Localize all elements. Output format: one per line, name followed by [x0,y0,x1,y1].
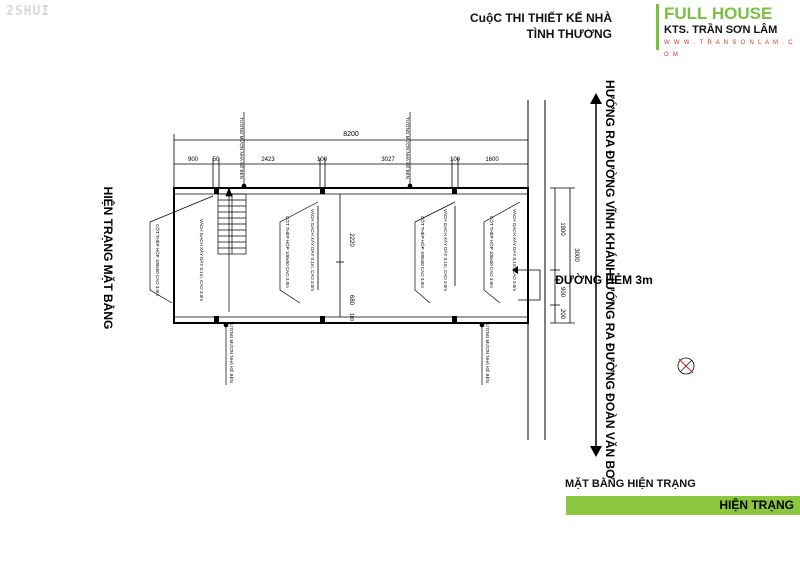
dimension-lines-top [173,134,529,188]
logo-watermark: 2SHUI [6,4,51,19]
dim-overall: 8200 [343,131,359,138]
staircase [217,187,247,312]
contest-title: CuộC THI THIẾT KẾ NHÀ TÌNH THƯƠNG [470,10,612,42]
dim-5: 3027 [381,157,395,163]
note-wall-borrowed-1: TƯỜNG MƯỢN NHÀ KẾ BÊN [239,117,246,179]
note-wall-3: VÁCH GẠCH XÂY DÀY 0.1m, CAO 3.0m [443,209,449,291]
brand-name: FULL HOUSE [664,4,773,23]
note-wall-borrowed-4: TƯỜNG MƯỢN NHÀ KẾ BÊN [485,321,492,383]
dim-4: 100 [317,157,328,163]
partitions [317,194,456,317]
divider [656,4,659,50]
note-col-2: CỘT THÉP HỘP 100x50 CAO 3.0m [285,216,291,288]
dim-2: 50 [213,157,220,163]
note-wall-borrowed-3: TƯỜNG MƯỢN NHÀ KẾ BÊN [229,321,236,383]
note-wall-borrowed-2: TƯỜNG MƯỢN NHÀ KẾ BÊN [405,117,412,179]
note-wall-1: VÁCH GẠCH XÂY DÀY 0.1m, CAO 3.0m [199,219,205,301]
architect-name: KTS. TRẦN SƠN LÂM [664,24,778,36]
contest-title-line1: CuộC THI THIẾT KẾ NHÀ [470,11,612,25]
website-link[interactable]: W W W . T R A N S O N L A M . C O M [664,40,794,58]
dim-7: 1600 [485,157,499,163]
note-col-4: CỘT THÉP HỘP 100x50 CAO 3.0m [489,216,495,288]
dim-side-3: 900 [559,287,565,298]
dim-side-1: 1900 [559,222,565,236]
status-bar: HIỆN TRẠNG [566,496,800,515]
compass-icon [677,357,695,375]
dim-lower: 680 [348,295,354,306]
dim-3: 2423 [261,157,275,163]
note-wall-2: VÁCH GẠCH XÂY DÀY 0.1m, CAO 3.0m [310,209,316,291]
wall-leaders [223,112,485,385]
leaders [149,195,521,304]
dim-inner: 2220 [348,233,354,247]
brand-block: FULL HOUSE KTS. TRẦN SƠN LÂM W W W . T R… [664,4,800,61]
road-top-label: HƯỚNG RA ĐƯỜNG VĨNH KHÁNH [603,80,618,276]
dim-lower-2: 100 [348,313,354,322]
dim-side-4: 200 [559,309,565,320]
note-col-3: CỘT THÉP HỘP 100x50 CAO 3.0m [420,216,426,288]
drawing-caption: MẶT BẰNG HIỆN TRẠNG [565,478,696,490]
alley-label: ĐƯỜNG HẺM 3m [555,272,653,287]
note-wall-4: VÁCH GẠCH XÂY DÀY 0.1m, CAO 3.0m [512,209,518,291]
dim-1: 900 [188,157,199,163]
dim-6: 100 [450,157,461,163]
plan-title: HIỆN TRẠNG MẶT BẰNG [101,187,116,330]
road-bottom-label: HƯỚNG RA ĐƯỜNG ĐOÀN VĂN BƠ [603,273,618,481]
direction-arrow [590,93,602,457]
building-outline [173,187,529,324]
contest-title-line2: TÌNH THƯƠNG [526,27,612,41]
steel-columns [214,188,457,322]
dimension-lines-side [550,187,575,324]
note-col-1: CỘT THÉP HỘP 100x50 CAO 3.0m [155,224,161,296]
dim-side-2: 3000 [573,248,579,262]
